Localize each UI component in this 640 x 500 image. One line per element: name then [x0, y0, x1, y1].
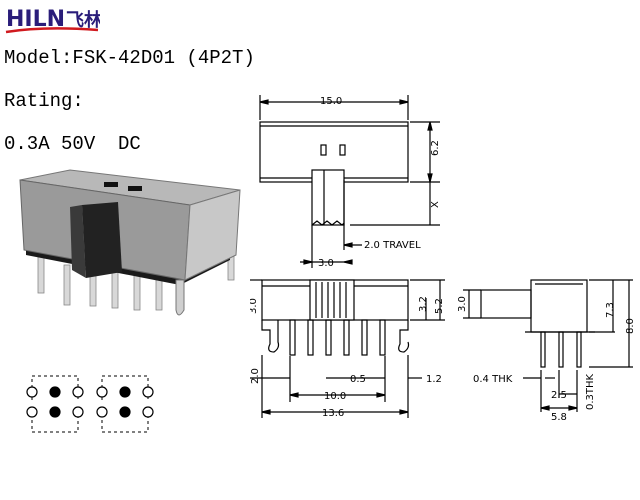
photo-actuator [82, 202, 122, 278]
logo-swoosh [5, 27, 99, 34]
model-text: Model:FSK-42D01 (4P2T) [4, 47, 255, 69]
logo-mark: HILN 飞林 [5, 7, 102, 34]
dim-pitch-total: 10.0 [324, 391, 346, 402]
dim-side-7-3: 7.3 [605, 302, 616, 318]
side-body [530, 279, 588, 333]
photo-actuator-side [70, 205, 86, 278]
top-knob [311, 169, 345, 226]
product-photo [19, 169, 241, 316]
dim-thk-04: 0.4 THK [473, 374, 513, 385]
dim-side-knob: 3.0 [457, 296, 468, 312]
dim-slider-x: X [430, 201, 441, 208]
top-view-drawing: 15.0 6.2 X 2.0 TRAVEL 3.0 [259, 95, 441, 269]
dim-front-3-2: 3.2 [418, 296, 429, 312]
dim-pin-right: 1.2 [426, 374, 442, 385]
dim-body-total: 13.6 [322, 408, 344, 419]
pinout-links [31, 375, 149, 433]
brand-logo: HILN 飞林 [4, 4, 102, 38]
dim-front-3-0: 3.0 [250, 298, 259, 314]
rating-value: 0.3A 50V DC [4, 133, 141, 155]
dim-knob-width: 3.0 [318, 258, 334, 269]
rating-label: Rating: [4, 90, 84, 112]
photo-shell-side [184, 189, 241, 281]
dim-top-height: 6.2 [430, 140, 441, 156]
photo-slot-2 [128, 186, 142, 191]
logo-cn: 飞林 [66, 9, 100, 31]
front-view-drawing: 3.2 5.2 3.0 2.0 0.5 1.2 10.0 13.6 [250, 279, 445, 419]
dim-pin-pitch: 0.5 [350, 374, 366, 385]
photo-mount-tab [175, 279, 185, 316]
dim-side-2-5: 2.5 [551, 390, 567, 401]
dim-side-8-0: 8.0 [625, 318, 636, 334]
pinout-dots [26, 386, 154, 418]
side-knob [480, 289, 532, 319]
photo-slot-1 [104, 182, 118, 187]
side-view-drawing: 3.0 7.3 8.0 0.4 THK 2.5 5.8 0.3THK [457, 279, 636, 423]
dim-travel: 2.0 TRAVEL [364, 240, 421, 251]
pinout-schematic [26, 375, 154, 433]
dim-front-5-2: 5.2 [434, 298, 445, 314]
dim-side-5-8: 5.8 [551, 412, 567, 423]
dim-thk-03: 0.3THK [585, 373, 596, 410]
dim-top-width: 15.0 [320, 96, 342, 107]
dim-pin-left: 2.0 [250, 368, 261, 384]
